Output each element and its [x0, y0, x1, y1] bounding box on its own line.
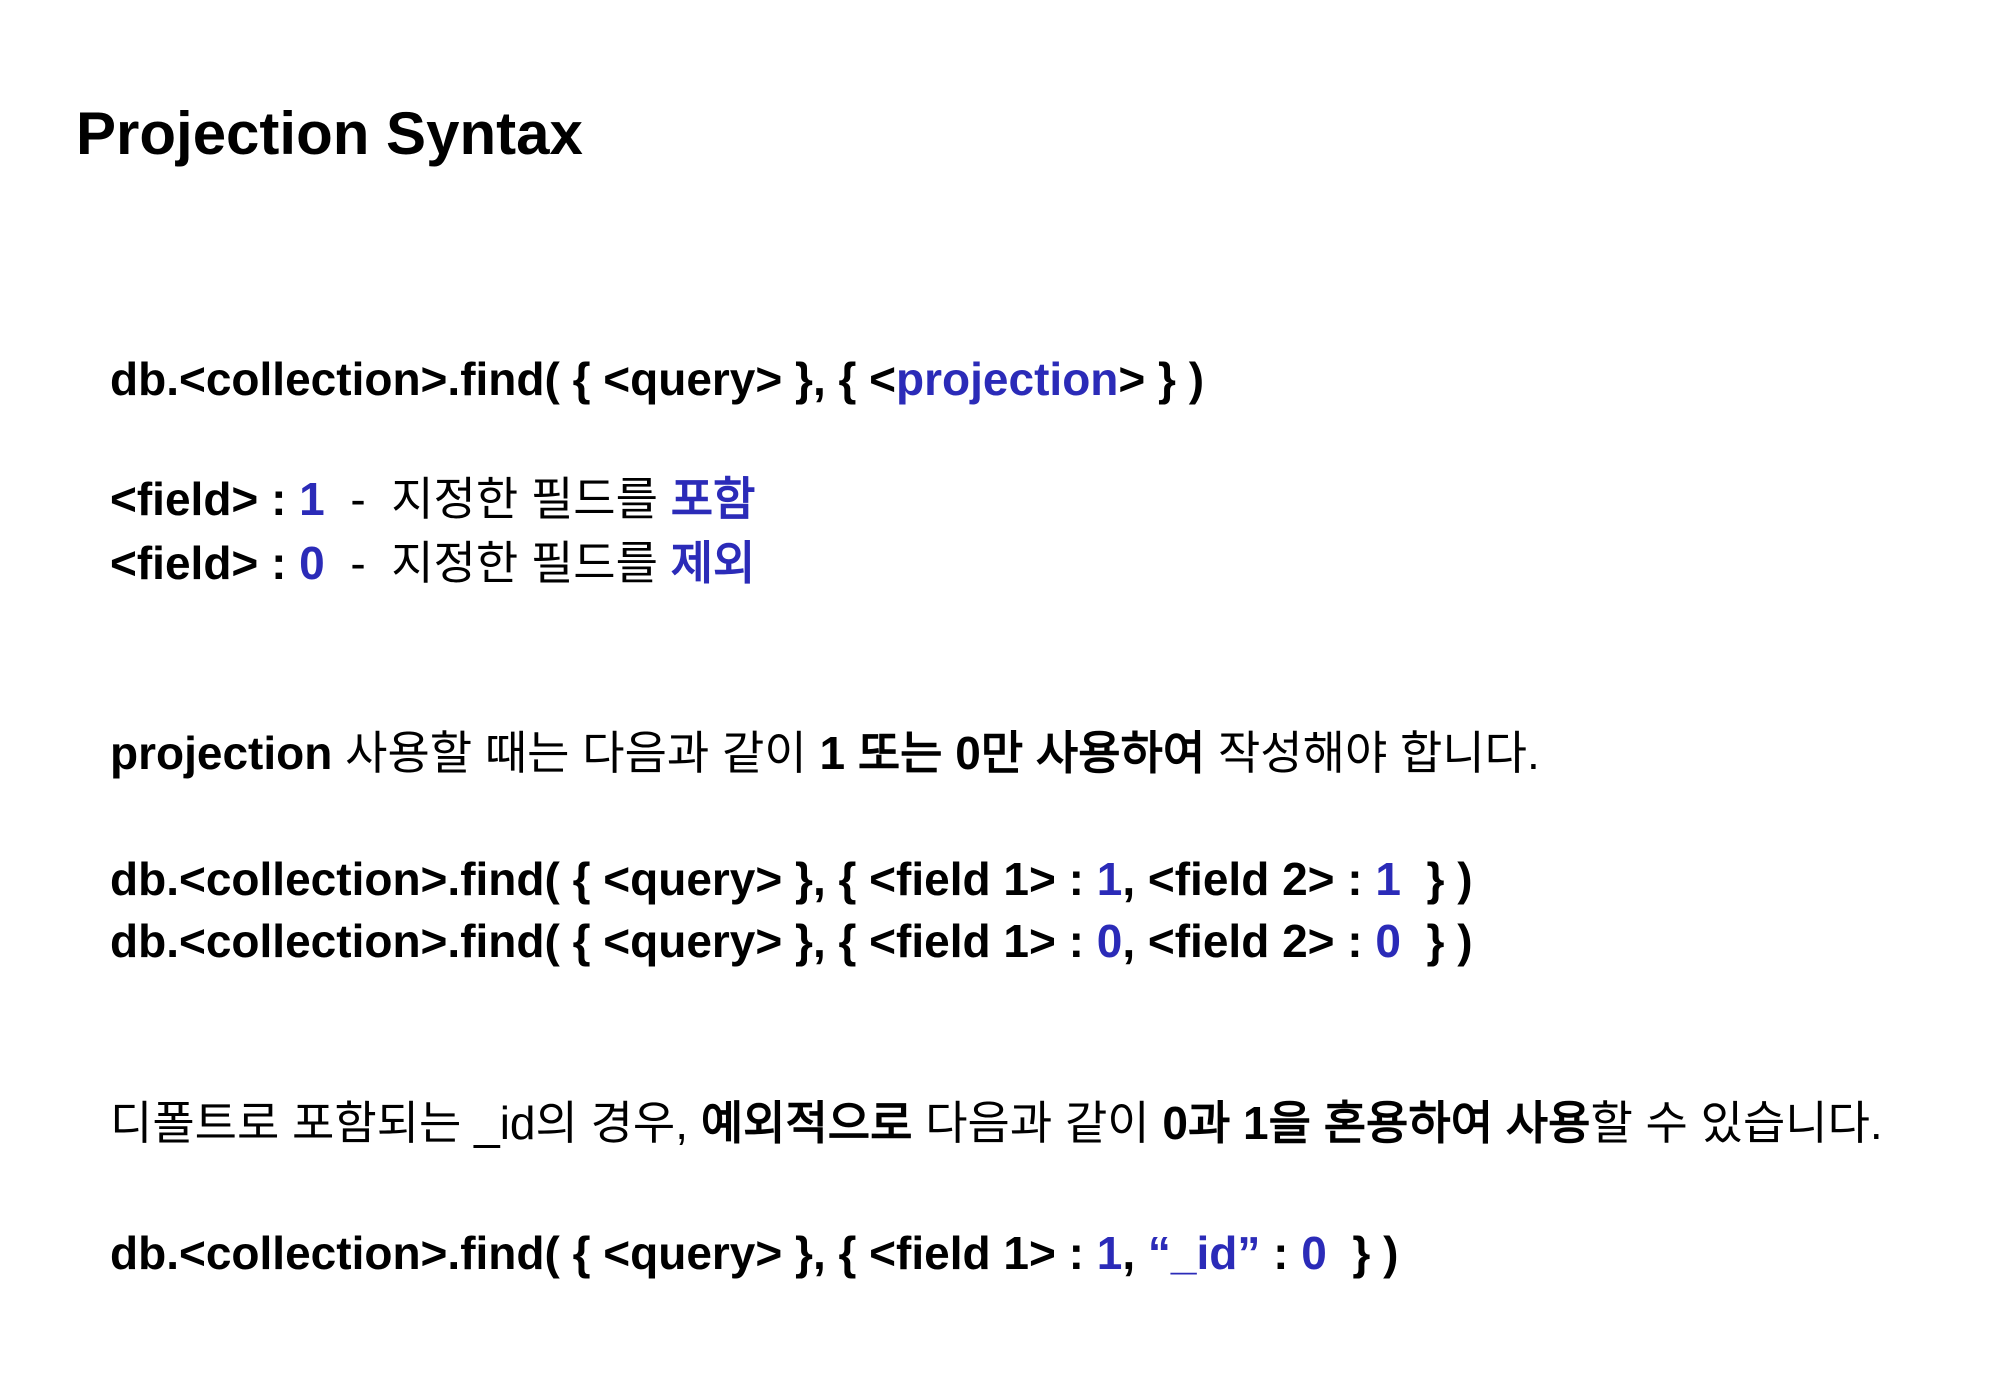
- id-exception-example-line: db.<collection>.find( { <query> }, { <fi…: [110, 1230, 1398, 1276]
- page-title: Projection Syntax: [76, 100, 583, 167]
- example-value: 1: [1375, 853, 1401, 905]
- rule-description: 지정한 필드를: [391, 537, 671, 589]
- rule-description: 지정한 필드를: [391, 473, 671, 525]
- example-value: 1: [1096, 853, 1123, 905]
- note-emphasis: 1 또는 0만 사용하여: [819, 727, 1206, 779]
- example-code: db.<collection>.find( { <query> }, { <fi…: [110, 1227, 1097, 1279]
- note-text: 다음과 같이: [912, 1097, 1163, 1149]
- note-emphasis: 0과 1을 혼용하여 사용: [1162, 1097, 1591, 1149]
- note-text: 작성해야 합니다.: [1205, 727, 1540, 779]
- id-exception-note: 디폴트로 포함되는 _id의 경우, 예외적으로 다음과 같이 0과 1을 혼용…: [110, 1100, 1883, 1146]
- example-value: 0: [1096, 915, 1123, 967]
- example-code: } ): [1401, 853, 1473, 905]
- rule-field: <field> :: [110, 473, 300, 525]
- rule-value: 0: [299, 537, 325, 589]
- note-emphasis: 예외적으로: [700, 1097, 913, 1149]
- rule-separator: -: [324, 473, 392, 525]
- example-code: } ): [1401, 915, 1473, 967]
- rule-exclude-line: <field> : 0 - 지정한 필드를 제외: [110, 540, 755, 586]
- example-code: } ): [1326, 1227, 1399, 1279]
- rule-action: 포함: [670, 473, 756, 525]
- rule-include-line: <field> : 1 - 지정한 필드를 포함: [110, 476, 755, 522]
- example-code: db.<collection>.find( { <query> }, { <fi…: [110, 915, 1097, 967]
- syntax-suffix: > } ): [1118, 353, 1205, 405]
- example-code: ,: [1122, 1227, 1148, 1279]
- projection-syntax-line: db.<collection>.find( { <query> }, { <pr…: [110, 356, 1204, 402]
- rule-value: 1: [299, 473, 325, 525]
- note-text: 디폴트로 포함되는 _id의 경우,: [110, 1097, 701, 1149]
- example-code: , <field 2> :: [1122, 853, 1376, 905]
- example-code: db.<collection>.find( { <query> }, { <fi…: [110, 853, 1097, 905]
- syntax-prefix: db.<collection>.find( { <query> }, { <: [110, 353, 897, 405]
- include-example-line: db.<collection>.find( { <query> }, { <fi…: [110, 856, 1473, 902]
- example-value: 1: [1096, 1227, 1123, 1279]
- example-id-field: “_id”: [1147, 1227, 1261, 1279]
- rule-action: 제외: [670, 537, 756, 589]
- note-keyword: projection: [110, 727, 333, 779]
- syntax-keyword: projection: [896, 353, 1119, 405]
- example-value: 0: [1375, 915, 1401, 967]
- exclude-example-line: db.<collection>.find( { <query> }, { <fi…: [110, 918, 1473, 964]
- rule-separator: -: [324, 537, 392, 589]
- projection-note: projection 사용할 때는 다음과 같이 1 또는 0만 사용하여 작성…: [110, 730, 1540, 776]
- rule-field: <field> :: [110, 537, 300, 589]
- example-value: 0: [1301, 1227, 1327, 1279]
- note-text: 사용할 때는 다음과 같이: [332, 727, 820, 779]
- example-code: , <field 2> :: [1122, 915, 1376, 967]
- example-code: :: [1260, 1227, 1302, 1279]
- note-text: 할 수 있습니다.: [1590, 1097, 1883, 1149]
